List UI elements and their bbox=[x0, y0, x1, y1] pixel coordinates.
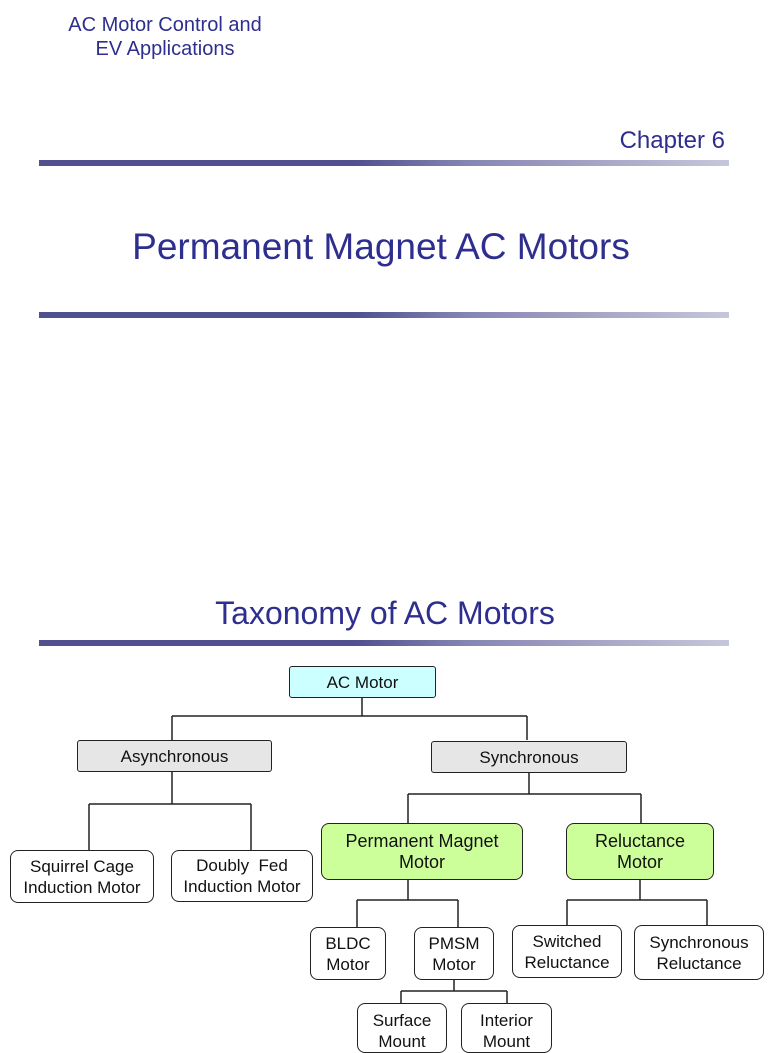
pmsm-line-2: Motor bbox=[432, 954, 476, 974]
squirrel-cage-line-2: Induction Motor bbox=[23, 877, 141, 897]
permanent-magnet-line-2: Motor bbox=[398, 851, 445, 872]
pmsm-line-1: PMSM bbox=[428, 933, 480, 953]
node-reluctance-motor: Reluctance Motor bbox=[566, 823, 714, 880]
connector-permanent-magnet bbox=[356, 880, 459, 927]
surface-line-2: Mount bbox=[378, 1032, 426, 1051]
reluctance-line-1: Reluctance bbox=[594, 830, 686, 851]
node-squirrel-cage-induction-motor: Squirrel Cage Induction Motor bbox=[10, 850, 154, 903]
squirrel-cage-line-1: Squirrel Cage bbox=[30, 856, 134, 876]
course-title-line-2: EV Applications bbox=[95, 38, 235, 60]
node-asynchronous: Asynchronous bbox=[77, 740, 272, 772]
course-title-line-1: AC Motor Control and bbox=[68, 14, 262, 36]
node-permanent-magnet-motor: Permanent Magnet Motor bbox=[321, 823, 523, 880]
connector-asynchronous bbox=[88, 772, 252, 850]
taxonomy-title: Taxonomy of AC Motors bbox=[215, 595, 555, 631]
node-bldc-motor: BLDC Motor bbox=[310, 927, 386, 980]
surface-line-1: Surface bbox=[372, 1011, 432, 1030]
bldc-line-2: Motor bbox=[326, 954, 370, 974]
node-surface-mount: Surface Mount bbox=[357, 1003, 447, 1053]
interior-line-2: Mount bbox=[482, 1032, 531, 1051]
node-switched-reluctance: Switched Reluctance bbox=[512, 925, 622, 978]
node-synchronous: Synchronous bbox=[431, 741, 627, 773]
course-title: AC Motor Control and EV Applications bbox=[40, 13, 290, 61]
divider-taxonomy bbox=[39, 640, 729, 646]
node-ac-motor: AC Motor bbox=[289, 666, 436, 698]
connector-synchronous bbox=[407, 773, 642, 823]
doubly-fed-line-1: Doubly Fed bbox=[196, 856, 288, 875]
connector-pmsm bbox=[400, 980, 508, 1003]
page-title: Permanent Magnet AC Motors bbox=[132, 226, 630, 267]
interior-line-1: Interior bbox=[480, 1011, 533, 1030]
divider-top bbox=[39, 160, 729, 166]
switched-reluctance-line-2: Reluctance bbox=[524, 952, 610, 972]
synchronous-reluctance-line-2: Reluctance bbox=[656, 953, 742, 973]
reluctance-line-2: Motor bbox=[616, 851, 663, 872]
doubly-fed-line-2: Induction Motor bbox=[183, 877, 301, 896]
synchronous-reluctance-line-1: Synchronous bbox=[649, 932, 749, 952]
node-doubly-fed-induction-motor: Doubly Fed Induction Motor bbox=[171, 850, 313, 902]
node-interior-mount: Interior Mount bbox=[461, 1003, 552, 1053]
switched-reluctance-line-1: Switched bbox=[532, 931, 602, 951]
node-pmsm-motor: PMSM Motor bbox=[414, 927, 494, 980]
connector-root bbox=[171, 698, 528, 740]
bldc-line-1: BLDC bbox=[325, 933, 371, 953]
connector-reluctance bbox=[566, 880, 708, 925]
chapter-label: Chapter 6 bbox=[619, 127, 725, 154]
permanent-magnet-line-1: Permanent Magnet bbox=[345, 830, 499, 851]
divider-middle bbox=[39, 312, 729, 318]
taxonomy-connectors bbox=[88, 698, 708, 1003]
node-synchronous-reluctance: Synchronous Reluctance bbox=[634, 925, 764, 980]
